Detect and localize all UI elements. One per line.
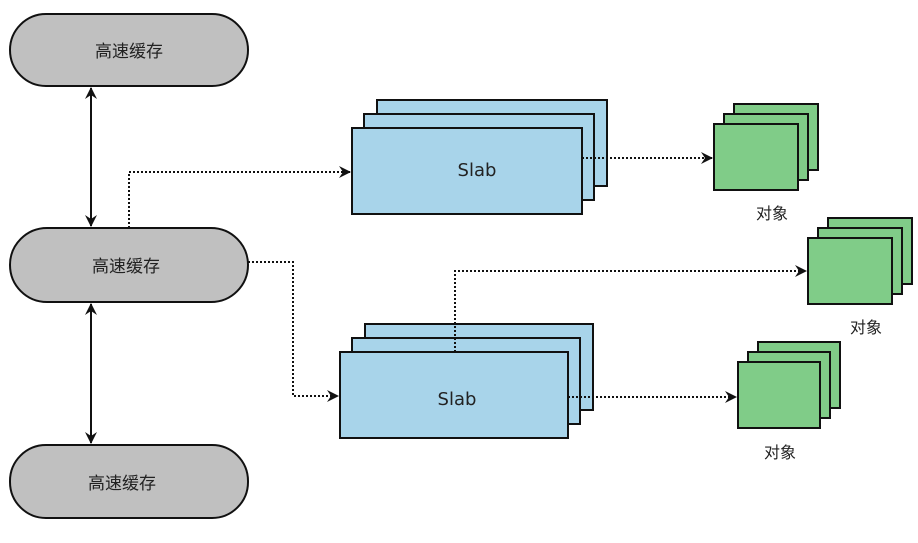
cache-top: 高速缓存 [9,13,249,87]
object-label: 对象 [764,443,796,462]
cache-label: 高速缓存 [88,474,156,494]
object-front-page [737,361,821,429]
slab-label: Slab [458,160,497,181]
edge-slab-bottom-to-objects-middle [454,265,807,352]
slab-label: Slab [438,389,477,410]
objects-bottom: 对象 [737,341,841,462]
slab-top: Slab [351,99,608,215]
object-label: 对象 [756,204,788,223]
objects-middle: 对象 [807,217,913,337]
cache-bottom: 高速缓存 [9,444,249,519]
object-label: 对象 [850,318,882,337]
cache-label: 高速缓存 [92,257,160,277]
edge-cache-to-slab-bottom [248,261,339,402]
objects-top: 对象 [713,103,819,223]
slab-front-page [351,127,583,215]
edge-cache-to-slab-top [128,166,351,228]
slab-bottom: Slab [339,323,594,439]
cache-middle: 高速缓存 [9,227,249,303]
cache-label: 高速缓存 [95,42,163,62]
object-front-page [713,123,799,191]
cache-pill-shape [9,13,249,87]
cache-pill-shape [9,444,249,519]
object-front-page [807,237,893,305]
